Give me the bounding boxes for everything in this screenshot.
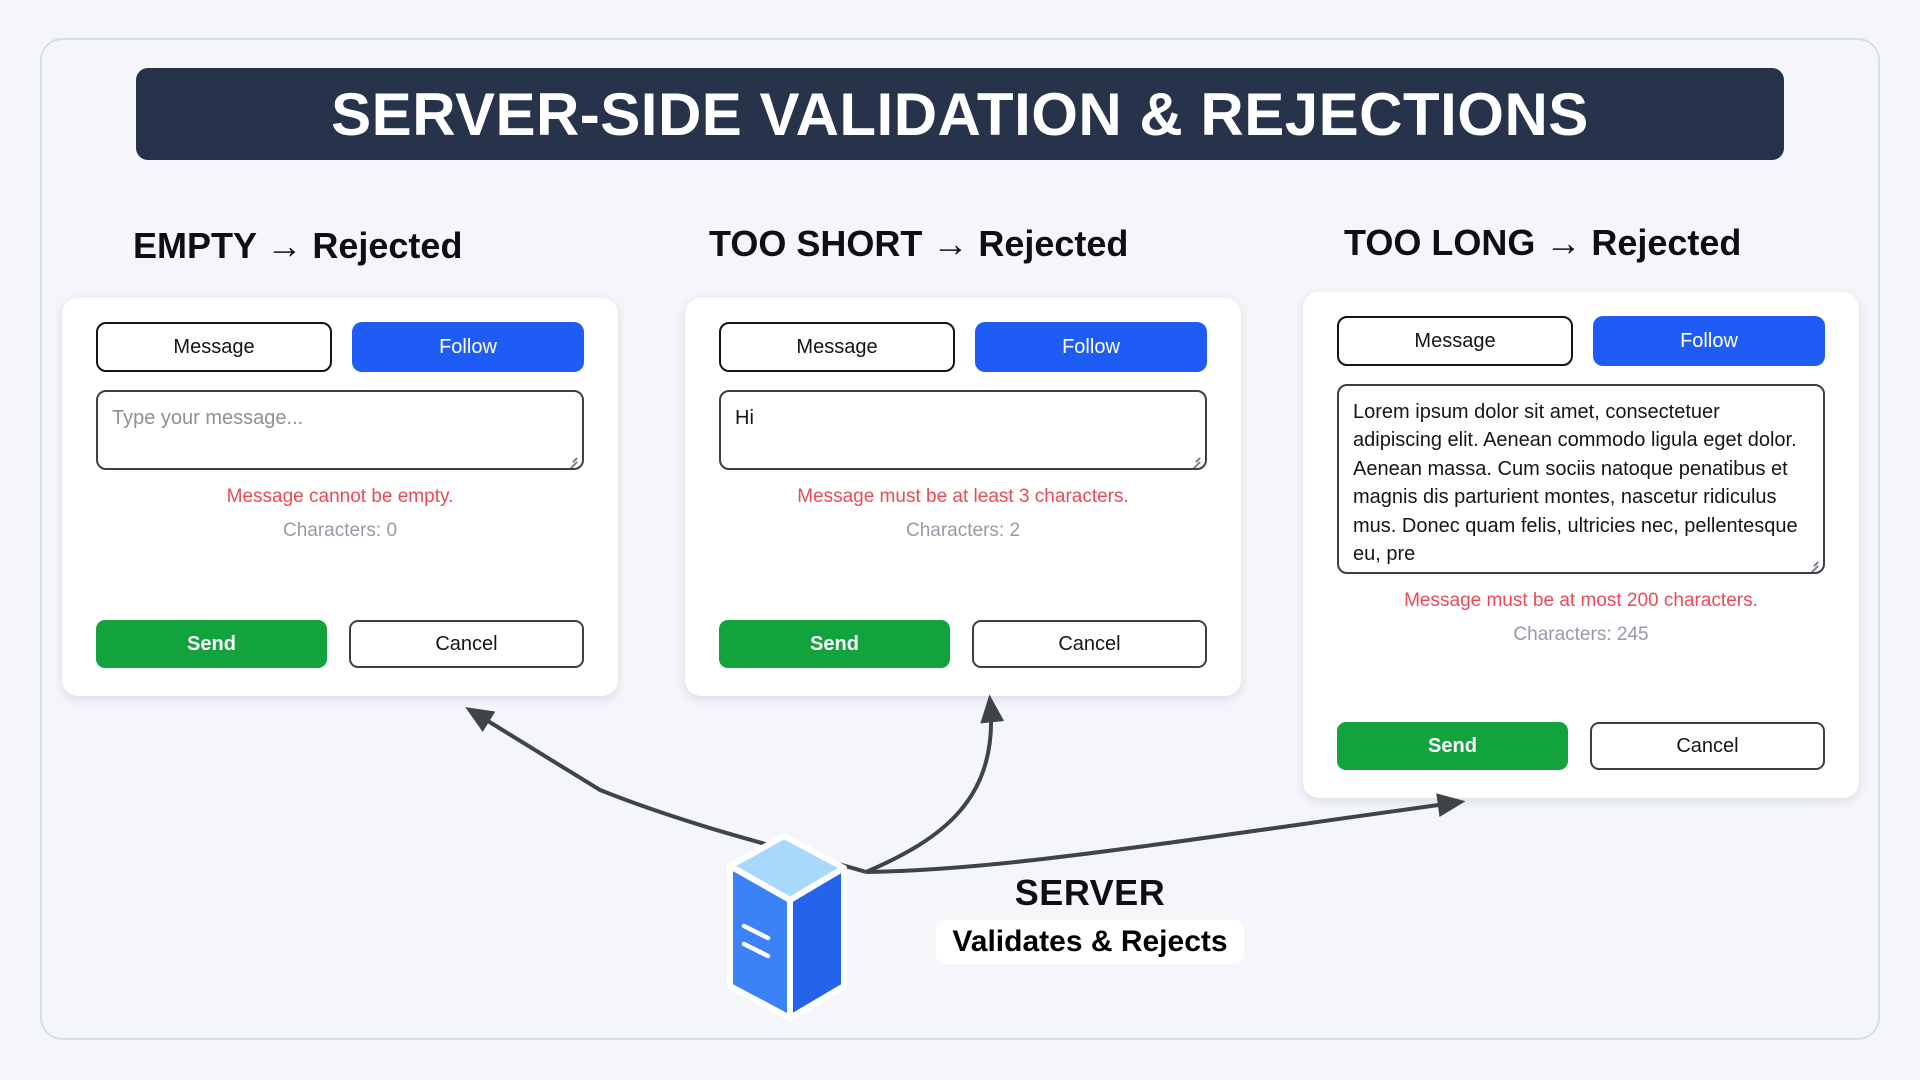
server-label-group: SERVER Validates & Rejects (880, 872, 1300, 964)
action-row: Message Follow (719, 322, 1207, 372)
character-counter: Characters: 0 (282, 520, 398, 541)
follow-button[interactable]: Follow (1593, 316, 1825, 366)
character-counter: Characters: 245 (1513, 624, 1649, 645)
message-button[interactable]: Message (1337, 316, 1573, 366)
message-button[interactable]: Message (96, 322, 332, 372)
footer-button-row: Send Cancel (1337, 722, 1825, 770)
message-textarea[interactable]: Lorem ipsum dolor sit amet, consectetuer… (1337, 384, 1825, 574)
footer-button-row: Send Cancel (96, 620, 584, 668)
message-textarea[interactable]: Hi (719, 390, 1207, 470)
footer-button-row: Send Cancel (719, 620, 1207, 668)
server-title: SERVER (1014, 872, 1166, 913)
title-banner: SERVER-SIDE VALIDATION & REJECTIONS (136, 68, 1784, 160)
column-heading-empty: EMPTY → Rejected (133, 225, 463, 266)
cancel-button[interactable]: Cancel (349, 620, 584, 668)
send-button[interactable]: Send (719, 620, 950, 668)
message-textarea[interactable]: Type your message... (96, 390, 584, 470)
message-button[interactable]: Message (719, 322, 955, 372)
action-row: Message Follow (1337, 316, 1825, 366)
column-heading-too-short: TOO SHORT → Rejected (709, 223, 1129, 264)
column-heading-too-long: TOO LONG → Rejected (1344, 222, 1742, 263)
send-button[interactable]: Send (96, 620, 327, 668)
character-counter: Characters: 2 (905, 520, 1021, 541)
server-subtitle-wrap: Validates & Rejects (880, 914, 1300, 964)
card-body: Message Follow Lorem ipsum dolor sit ame… (1303, 292, 1859, 798)
validation-error-message: Message cannot be empty. (226, 486, 454, 507)
resize-grip-icon[interactable] (565, 452, 578, 468)
action-row: Message Follow (96, 322, 584, 372)
server-box-icon (727, 833, 847, 1021)
resize-grip-icon[interactable] (1188, 452, 1201, 468)
follow-button[interactable]: Follow (352, 322, 584, 372)
validation-card-too-short: Message Follow Hi Message must be at lea… (685, 298, 1241, 696)
card-body: Message Follow Hi Message must be at lea… (685, 298, 1241, 696)
card-body: Message Follow Type your message... Mess… (62, 298, 618, 696)
outer-frame (40, 38, 1880, 1040)
server-subtitle: Validates & Rejects (936, 920, 1244, 964)
cancel-button[interactable]: Cancel (1590, 722, 1825, 770)
validation-error-message: Message must be at most 200 characters. (1404, 590, 1758, 611)
validation-card-empty: Message Follow Type your message... Mess… (62, 298, 618, 696)
page-title: SERVER-SIDE VALIDATION & REJECTIONS (331, 80, 1589, 148)
validation-error-message: Message must be at least 3 characters. (797, 486, 1129, 507)
follow-button[interactable]: Follow (975, 322, 1207, 372)
resize-grip-icon[interactable] (1806, 556, 1819, 572)
validation-card-too-long: Message Follow Lorem ipsum dolor sit ame… (1303, 292, 1859, 798)
send-button[interactable]: Send (1337, 722, 1568, 770)
cancel-button[interactable]: Cancel (972, 620, 1207, 668)
